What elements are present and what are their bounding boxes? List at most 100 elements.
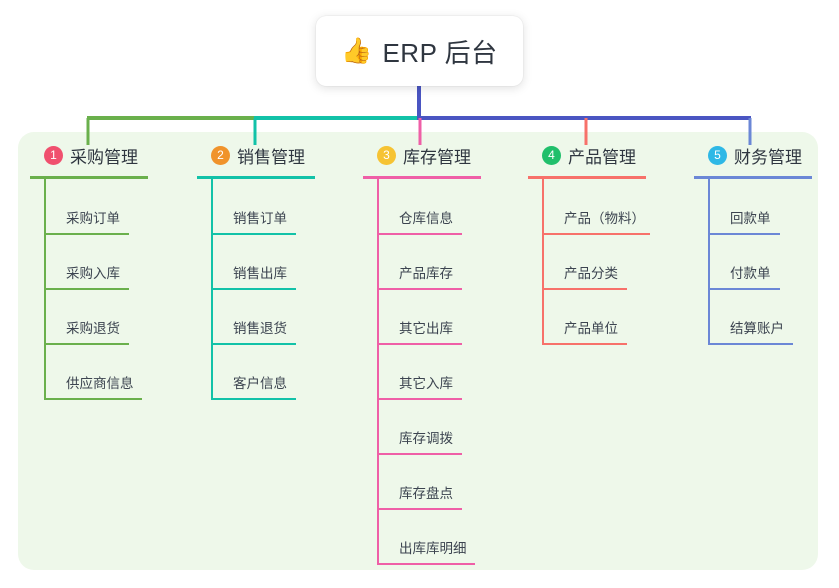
branch-badge-4: 4 [542,145,561,165]
leaf-label: 销售订单 [233,211,287,226]
leaf-underline [708,342,793,345]
leaf-item[interactable]: 回款单 [708,179,812,235]
leaf-underline [44,232,129,235]
branch-column-5: 5 财务管理回款单付款单结算账户 [694,142,812,345]
branch-badge-3: 3 [377,145,396,165]
leaf-label: 供应商信息 [66,376,134,391]
leaf-item[interactable]: 产品库存 [377,234,481,290]
leaf-item[interactable]: 其它入库 [377,344,481,400]
leaf-label: 销售退货 [233,321,287,336]
leaf-item[interactable]: 其它出库 [377,289,481,345]
branch-leaf-list-5: 回款单付款单结算账户 [708,179,812,345]
branch-column-2: 2 销售管理销售订单销售出库销售退货客户信息 [197,142,315,400]
leaf-label: 产品库存 [399,266,453,281]
leaf-underline [377,562,475,565]
leaf-label: 库存盘点 [399,486,453,501]
branch-leaf-list-1: 采购订单采购入库采购退货供应商信息 [44,179,148,400]
branch-title-5: 财务管理 [734,147,802,167]
leaf-label: 采购入库 [66,266,120,281]
leaf-item[interactable]: 采购订单 [44,179,148,235]
leaf-underline [44,342,129,345]
leaf-label: 库存调拨 [399,431,453,446]
leaf-item[interactable]: 产品（物料） [542,179,650,235]
leaf-label: 产品单位 [564,321,618,336]
leaf-underline [377,397,462,400]
branch-spine-4 [542,179,544,344]
leaf-underline [377,342,462,345]
branch-column-4: 4 产品管理产品（物料） 产品分类产品单位 [528,142,650,345]
leaf-item[interactable]: 销售退货 [211,289,315,345]
leaf-label: 仓库信息 [399,211,453,226]
leaf-label: 产品（物料） [564,211,645,226]
leaf-item[interactable]: 采购退货 [44,289,148,345]
thumbs-up-icon: 👍 [341,36,373,65]
branch-underline-3 [363,176,481,179]
branch-leaf-list-2: 销售订单销售出库销售退货客户信息 [211,179,315,400]
leaf-underline [542,232,650,235]
root-node[interactable]: 👍 ERP 后台 [316,16,523,86]
branch-underline-2 [197,176,315,179]
leaf-label: 产品分类 [564,266,618,281]
leaf-label: 采购订单 [66,211,120,226]
leaf-underline [708,232,780,235]
leaf-item[interactable]: 仓库信息 [377,179,481,235]
leaf-underline [44,287,129,290]
branch-column-1: 1 采购管理采购订单采购入库采购退货供应商信息 [30,142,148,400]
leaf-label: 采购退货 [66,321,120,336]
branch-header-1[interactable]: 1 采购管理 [30,142,148,168]
branch-leaf-list-3: 仓库信息产品库存其它出库其它入库库存调拨库存盘点出库库明细 [377,179,481,565]
leaf-underline [542,342,627,345]
leaf-underline [44,397,142,400]
leaf-label: 回款单 [730,211,771,226]
leaf-underline [377,287,462,290]
leaf-label: 付款单 [730,266,771,281]
branch-underline-5 [694,176,812,179]
branch-badge-2: 2 [211,145,230,165]
leaf-underline [377,232,462,235]
leaf-label: 客户信息 [233,376,287,391]
leaf-label: 出库库明细 [399,541,467,556]
leaf-underline [542,287,627,290]
leaf-item[interactable]: 库存调拨 [377,399,481,455]
leaf-underline [211,232,296,235]
leaf-item[interactable]: 销售订单 [211,179,315,235]
leaf-item[interactable]: 库存盘点 [377,454,481,510]
leaf-item[interactable]: 采购入库 [44,234,148,290]
leaf-item[interactable]: 销售出库 [211,234,315,290]
branches-background-panel [18,132,818,570]
branch-title-2: 销售管理 [237,147,305,167]
branch-title-1: 采购管理 [70,147,138,167]
branch-underline-4 [528,176,646,179]
branch-header-2[interactable]: 2 销售管理 [197,142,315,168]
branch-underline-1 [30,176,148,179]
branch-badge-5: 5 [708,145,727,165]
leaf-item[interactable]: 结算账户 [708,289,812,345]
root-title: ERP 后台 [382,37,498,68]
branch-title-4: 产品管理 [568,147,636,167]
leaf-item[interactable]: 产品单位 [542,289,650,345]
leaf-item[interactable]: 客户信息 [211,344,315,400]
leaf-label: 其它出库 [399,321,453,336]
branch-header-4[interactable]: 4 产品管理 [528,142,650,168]
leaf-underline [211,287,296,290]
branch-spine-5 [708,179,710,344]
branch-header-5[interactable]: 5 财务管理 [694,142,812,168]
branch-badge-1: 1 [44,145,63,165]
leaf-underline [377,452,462,455]
leaf-underline [377,507,462,510]
leaf-underline [708,287,780,290]
branch-leaf-list-4: 产品（物料） 产品分类产品单位 [542,179,650,345]
leaf-item[interactable]: 供应商信息 [44,344,148,400]
leaf-underline [211,342,296,345]
leaf-item[interactable]: 产品分类 [542,234,650,290]
leaf-label: 销售出库 [233,266,287,281]
branch-spine-3 [377,179,379,564]
leaf-underline [211,397,296,400]
leaf-item[interactable]: 付款单 [708,234,812,290]
leaf-label: 其它入库 [399,376,453,391]
leaf-item[interactable]: 出库库明细 [377,509,481,565]
leaf-label: 结算账户 [730,321,784,336]
